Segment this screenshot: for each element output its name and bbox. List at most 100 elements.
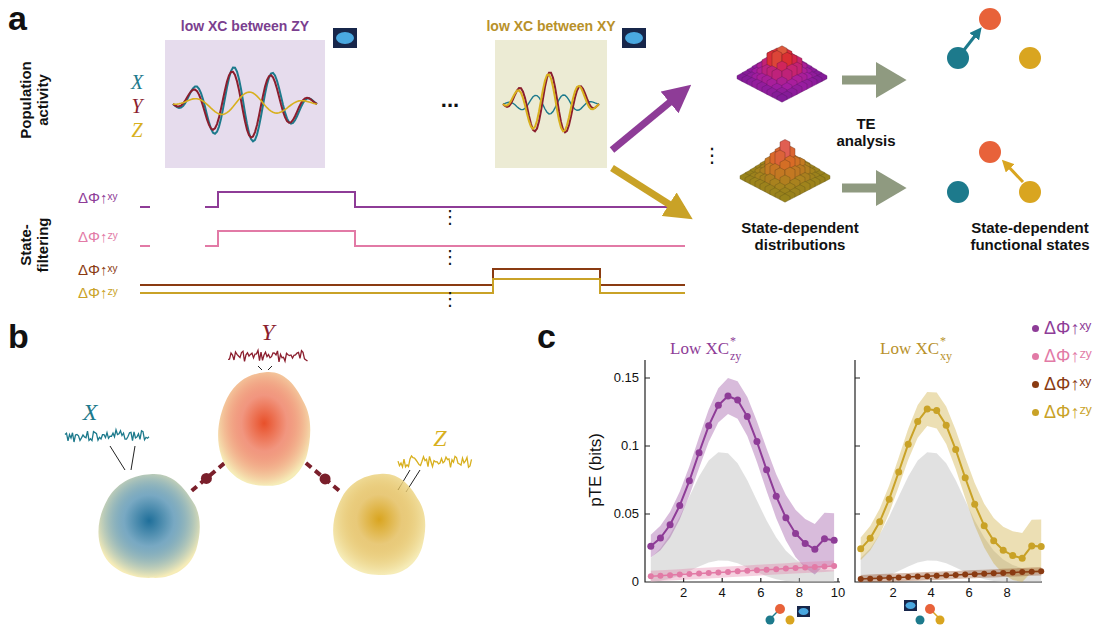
legend-swatch <box>1032 353 1039 360</box>
data-point <box>764 567 770 573</box>
wave-plot <box>165 40 325 168</box>
legend-text: ΔΦ↑ᶻʸ <box>1044 402 1092 423</box>
tick-label: 2 <box>889 586 896 600</box>
data-point <box>811 546 818 553</box>
data-point <box>773 493 780 500</box>
data-point <box>783 566 789 572</box>
flow-arrow <box>842 76 885 85</box>
ellipsis: ⋮ <box>441 208 459 228</box>
data-point <box>962 474 969 481</box>
connection <box>192 463 225 491</box>
connection <box>306 463 341 492</box>
data-point <box>686 571 692 577</box>
error-band <box>861 392 1041 582</box>
plot-title: * <box>730 335 736 348</box>
data-point <box>886 496 893 503</box>
panel-letter: b <box>8 318 29 355</box>
data-point <box>821 563 827 569</box>
histogram-bar <box>777 94 787 102</box>
data-point <box>812 564 818 570</box>
tick-label: 4 <box>927 586 934 600</box>
data-point <box>1009 552 1016 559</box>
caption-label: State-dependent functional states <box>955 220 1105 253</box>
data-point <box>793 565 799 571</box>
data-point <box>991 570 997 576</box>
tick-label: 0.1 <box>621 439 639 453</box>
dashed-link <box>306 463 341 492</box>
brain-icon <box>333 28 357 48</box>
tick-label: 0.05 <box>614 507 639 521</box>
plot <box>647 378 1044 582</box>
data-point <box>1000 570 1006 576</box>
panel-letter: c <box>537 318 556 355</box>
pte-curve <box>651 396 834 549</box>
plot-title: xy <box>940 350 952 363</box>
data-point <box>876 518 883 525</box>
data-point <box>725 569 731 575</box>
plot-title: * <box>940 335 946 348</box>
region-fill <box>98 474 199 578</box>
data-point <box>972 571 978 577</box>
signal-trace <box>398 456 472 467</box>
data-point <box>857 545 864 552</box>
ellipsis: ... <box>441 88 459 112</box>
data-point <box>657 573 663 579</box>
histogram-bar <box>780 194 790 202</box>
data-point <box>943 422 950 429</box>
tick-label: 0 <box>632 575 639 589</box>
ellipsis: ⋮ <box>441 248 459 268</box>
data-point <box>724 392 731 399</box>
electrode <box>258 366 272 370</box>
panel-letter: a <box>8 0 27 37</box>
data-point <box>831 563 837 569</box>
data-point <box>657 535 664 542</box>
flow-arrow <box>612 168 675 208</box>
network-icon <box>947 141 1041 203</box>
data-point <box>867 576 873 582</box>
data-point <box>924 406 931 413</box>
wave <box>173 72 317 138</box>
data-point <box>1029 569 1035 575</box>
tick-label: 2 <box>680 586 687 600</box>
data-point <box>648 573 654 579</box>
error-band <box>861 567 1041 582</box>
tick-label: 8 <box>796 586 803 600</box>
data-point <box>677 572 683 578</box>
tick-label: 8 <box>1003 586 1010 600</box>
pte-curve <box>861 409 1041 558</box>
signal-trace <box>65 350 472 492</box>
wave-plot <box>495 40 607 168</box>
error-band <box>651 378 834 574</box>
data-point <box>867 535 874 542</box>
state-trace <box>140 192 685 293</box>
region-label: Y <box>261 319 274 345</box>
data-point <box>981 571 987 577</box>
data-point <box>735 568 741 574</box>
data-point <box>744 413 751 420</box>
data-point <box>905 441 912 448</box>
data-point <box>696 571 702 577</box>
data-point <box>953 572 959 578</box>
region-fill <box>333 474 425 575</box>
data-point <box>676 502 683 509</box>
brain-icon <box>622 28 646 48</box>
tick-label: 4 <box>719 586 726 600</box>
data-point <box>773 566 779 572</box>
region-label: X <box>83 399 98 425</box>
wave <box>173 92 317 114</box>
legend-row: ΔΦ↑ᶻʸ <box>1032 346 1092 367</box>
data-point <box>792 530 799 537</box>
signal-name: Z <box>131 119 142 141</box>
link-dot <box>201 473 212 484</box>
data-point <box>924 573 930 579</box>
wave <box>173 68 317 142</box>
signal-trace <box>65 430 149 442</box>
signal-name: Y <box>131 95 142 117</box>
data-point <box>754 567 760 573</box>
region-shape <box>95 472 205 580</box>
state-label: ΔΦ↑ˣʸ <box>78 262 117 279</box>
data-point <box>686 477 693 484</box>
state-box: low XC between ZY <box>165 40 325 168</box>
data-point <box>802 540 809 547</box>
ellipsis: ⋮ <box>441 290 459 310</box>
